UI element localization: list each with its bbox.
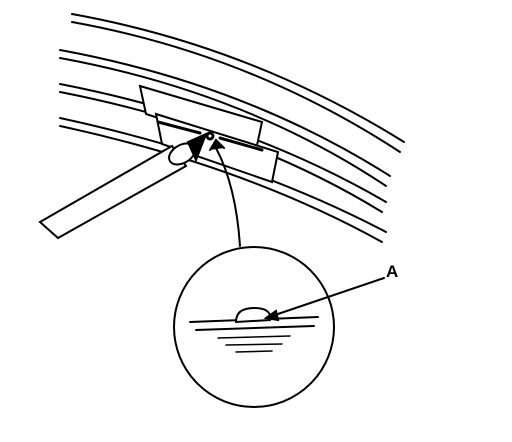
grid-line-4-lower [59, 125, 383, 243]
detail-circle [173, 246, 335, 408]
probe-tip [186, 132, 208, 163]
glass-hatching [217, 335, 291, 353]
grid-line-break [156, 120, 264, 152]
callout-label-a: A [386, 262, 399, 281]
grid-line-2-upper [59, 49, 391, 177]
grid-line-2-lower [59, 57, 387, 187]
callout-a-leader [263, 277, 385, 322]
repair-point [205, 131, 215, 141]
detail-pointer-arrow [209, 138, 241, 247]
probe-body [38, 144, 188, 240]
grid-line-1-lower [71, 21, 401, 153]
grid-line-1-upper [71, 13, 405, 143]
glass-surface-bottom [195, 325, 315, 331]
probe-tool [38, 132, 208, 240]
solder-bead [234, 306, 272, 324]
arrow-head-up [209, 138, 225, 151]
leader-arrow-head [263, 309, 280, 322]
magnified-detail [173, 246, 335, 408]
